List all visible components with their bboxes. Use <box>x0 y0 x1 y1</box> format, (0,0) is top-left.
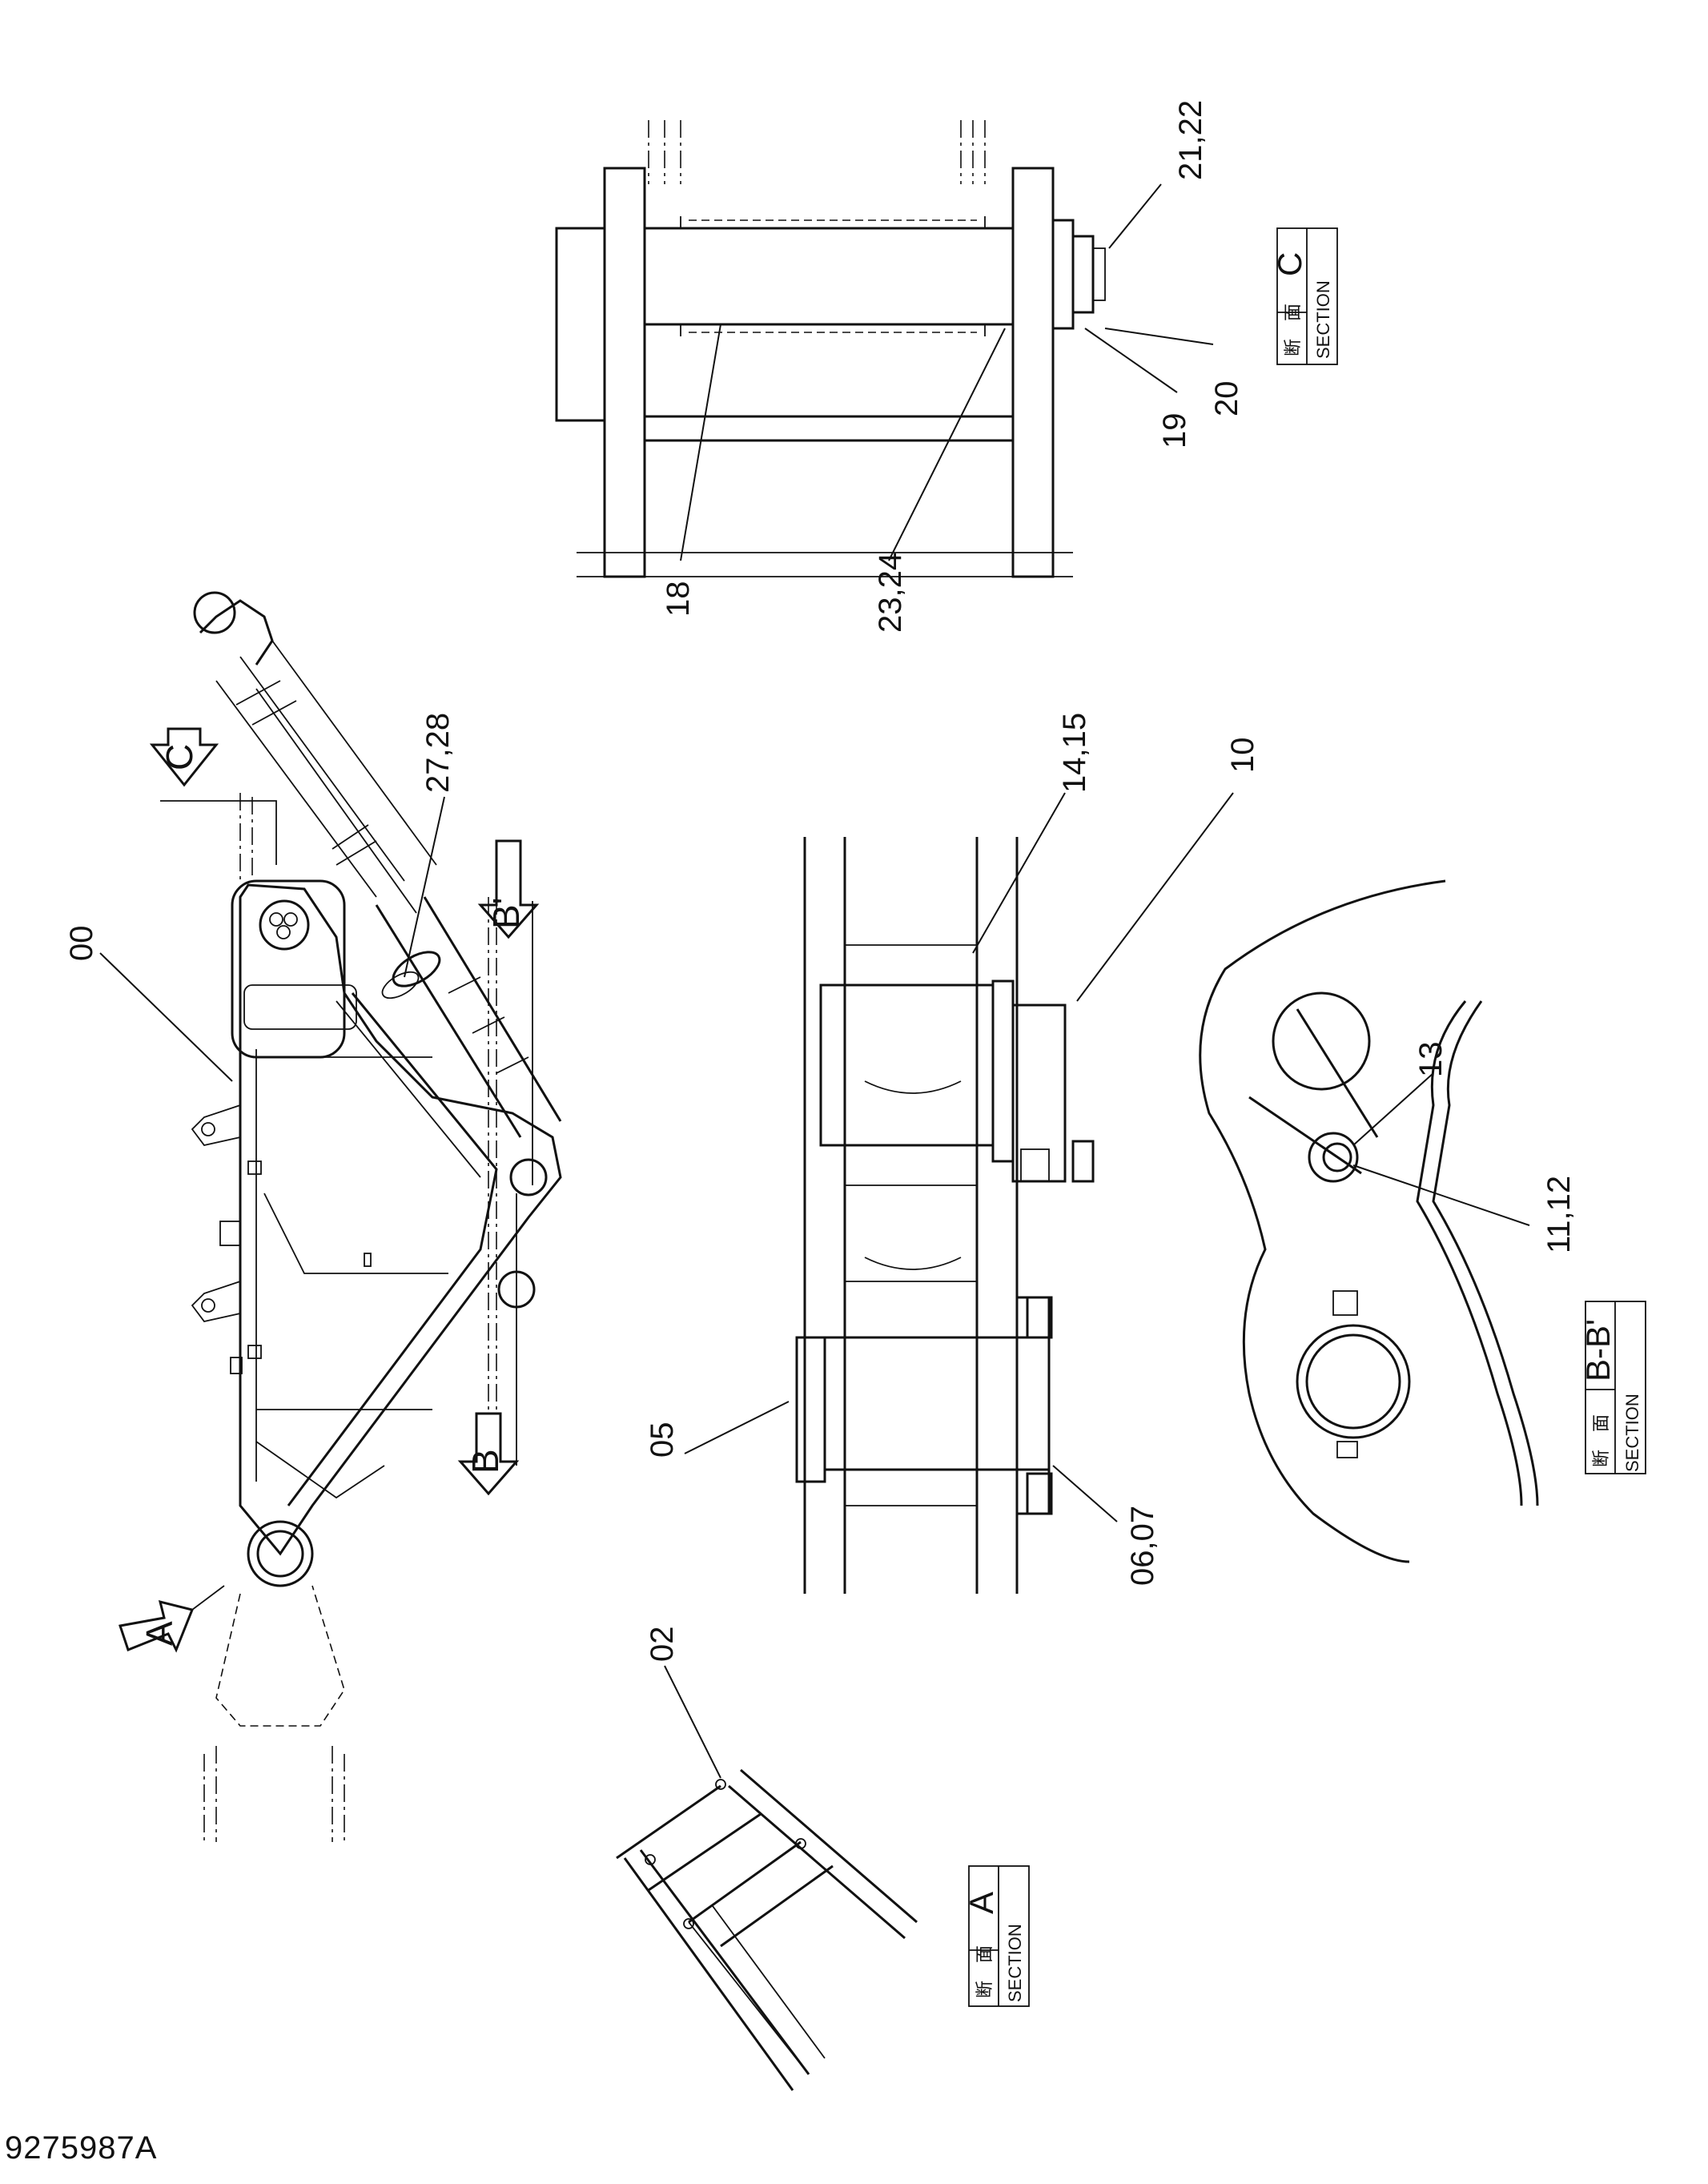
section-a-label-en: SECTION <box>1005 1924 1025 2002</box>
callout-10: 10 <box>1076 738 1260 1002</box>
section-a-label: 断 面 SECTION A <box>963 1865 1030 2007</box>
callout-27-28: 27,28 <box>381 713 456 999</box>
drawing-number: 9275987A <box>5 2130 158 2166</box>
boom-side-view <box>160 591 562 1842</box>
callout-14-15: 14,15 <box>972 713 1092 954</box>
callout-19: 19 <box>1084 328 1192 449</box>
view-arrow-c-label: C <box>159 744 200 770</box>
view-arrow-b-prime: B' <box>477 839 540 939</box>
section-c-label-en: SECTION <box>1313 280 1333 359</box>
section-c-label-id: C <box>1271 252 1308 276</box>
callout-23-24: 23,24 <box>873 328 1006 633</box>
callout-13-label: 13 <box>1413 1042 1449 1078</box>
callout-00-label: 00 <box>64 926 99 962</box>
callout-27-28-label: 27,28 <box>420 713 456 793</box>
callout-21-22-label: 21,22 <box>1173 100 1208 180</box>
callout-10-label: 10 <box>1225 738 1260 774</box>
section-a-label-id: A <box>963 1892 1000 1914</box>
callout-00: 00 <box>64 926 233 1082</box>
view-arrow-a-label: A <box>139 1621 180 1646</box>
callout-02-label: 02 <box>645 1627 680 1663</box>
view-arrow-b: B <box>457 1412 520 1496</box>
callout-14-15-label: 14,15 <box>1057 713 1092 793</box>
view-arrow-c: C <box>149 727 219 787</box>
pin-section-view <box>795 837 1095 1594</box>
section-c-view <box>555 120 1106 578</box>
callout-11-12: 11,12 <box>1352 1164 1577 1253</box>
view-arrow-a: A <box>119 1585 225 1653</box>
callout-02: 02 <box>645 1627 721 1779</box>
callout-20: 20 <box>1104 328 1244 417</box>
section-bb-label-en: SECTION <box>1622 1394 1642 1472</box>
callout-19-label: 19 <box>1157 413 1192 449</box>
section-c-label: 断 面 SECTION C <box>1271 227 1338 365</box>
view-arrow-b-prime-label: B' <box>485 898 527 929</box>
callout-13: 13 <box>1352 1042 1449 1146</box>
section-a-view <box>616 1768 918 2091</box>
callout-06-07-label: 06,07 <box>1125 1506 1160 1586</box>
view-arrow-b-label: B <box>464 1449 506 1474</box>
callout-11-12-label: 11,12 <box>1541 1176 1577 1253</box>
callout-05: 05 <box>645 1401 790 1458</box>
section-c-label-jp: 断 面 <box>1284 304 1304 356</box>
callout-05-label: 05 <box>645 1422 680 1458</box>
section-bb-view <box>1199 879 1539 1563</box>
callout-20-label: 20 <box>1209 381 1244 417</box>
section-bb-label-jp: 断 面 <box>1592 1414 1612 1467</box>
section-a-label-jp: 断 面 <box>975 1945 995 1998</box>
callout-06-07: 06,07 <box>1052 1465 1160 1586</box>
callout-23-24-label: 23,24 <box>873 553 908 633</box>
section-bb-label: 断 面 SECTION B-B' <box>1579 1301 1646 1474</box>
section-bb-label-id: B-B' <box>1579 1319 1617 1382</box>
callout-18-label: 18 <box>661 581 696 617</box>
callout-21-22: 21,22 <box>1108 100 1208 249</box>
callout-18: 18 <box>661 324 721 617</box>
